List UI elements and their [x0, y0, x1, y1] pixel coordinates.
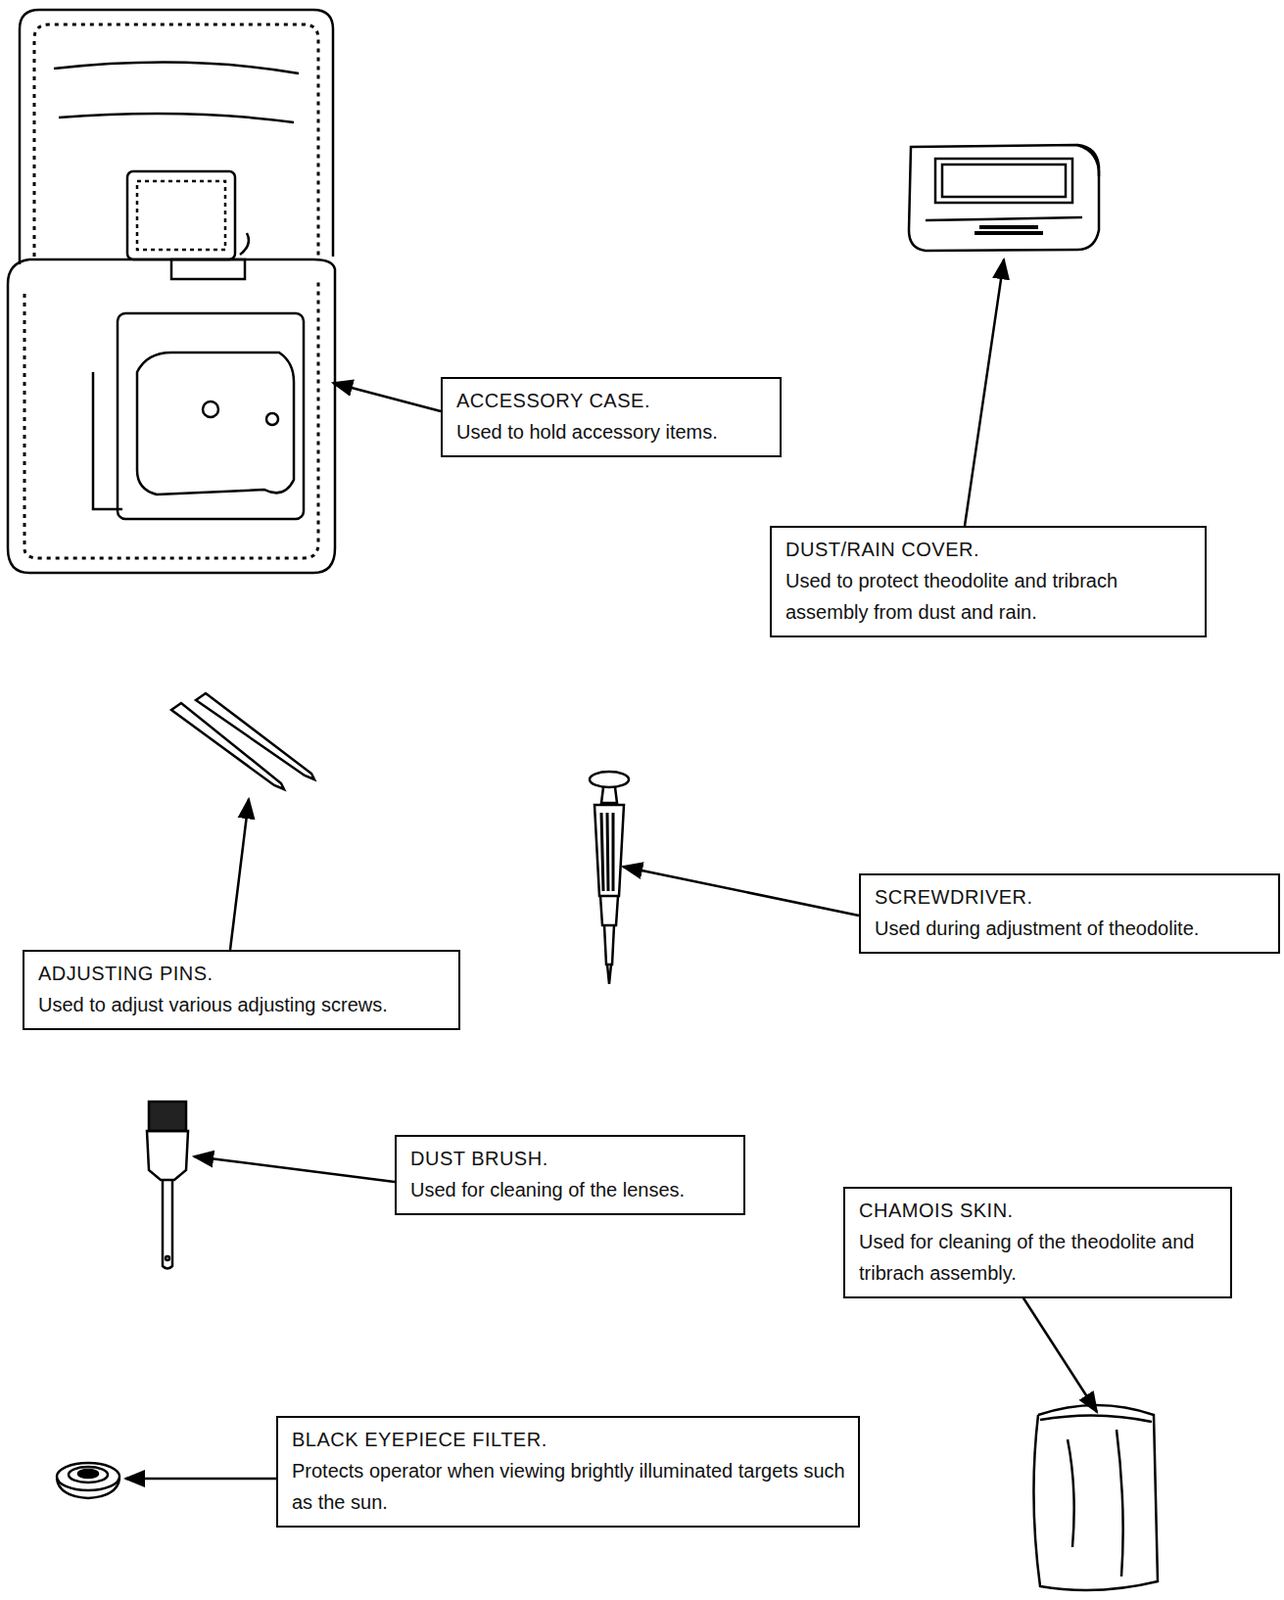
callout-box: CHAMOIS SKIN.Used for cleaning of the th…: [843, 1187, 1233, 1299]
item-name: BLACK EYEPIECE FILTER.: [291, 1424, 847, 1456]
item-name: ACCESSORY CASE.: [456, 384, 768, 417]
item-name: SCREWDRIVER.: [874, 881, 1267, 913]
callout-box: ACCESSORY CASE.Used to hold accessory it…: [440, 377, 782, 458]
callout-box: SCREWDRIVER.Used during adjustment of th…: [858, 873, 1281, 954]
eyepiece-filter-drawing: [56, 1463, 120, 1499]
callout-box: DUST/RAIN COVER.Used to protect theodoli…: [769, 525, 1207, 638]
screwdriver-drawing: [589, 771, 629, 985]
item-description: Used for cleaning of the theodolite and …: [858, 1226, 1219, 1289]
chamois-skin-drawing: [1033, 1405, 1158, 1591]
item-name: DUST/RAIN COVER.: [785, 533, 1193, 566]
item-description: Used during adjustment of theodolite.: [874, 912, 1267, 945]
dust-cover-drawing: [908, 144, 1099, 251]
item-description: Used to hold accessory items.: [456, 416, 768, 448]
dust-brush-drawing: [146, 1101, 189, 1270]
item-name: DUST BRUSH.: [410, 1142, 732, 1175]
item-name: ADJUSTING PINS.: [38, 957, 447, 990]
item-description: Protects operator when viewing brightly …: [291, 1455, 847, 1519]
callout-box: DUST BRUSH.Used for cleaning of the lens…: [394, 1135, 746, 1216]
item-description: Used for cleaning of the lenses.: [410, 1174, 732, 1206]
item-name: CHAMOIS SKIN.: [858, 1194, 1219, 1227]
item-description: Used to adjust various adjusting screws.: [38, 989, 447, 1021]
item-description: Used to protect theodolite and tribrach …: [785, 565, 1193, 628]
callout-box: ADJUSTING PINS.Used to adjust various ad…: [22, 950, 461, 1031]
adjusting-pins-drawing: [171, 693, 315, 790]
accessory-case-drawing: [7, 9, 335, 573]
callout-box: BLACK EYEPIECE FILTER.Protects operator …: [276, 1416, 860, 1528]
